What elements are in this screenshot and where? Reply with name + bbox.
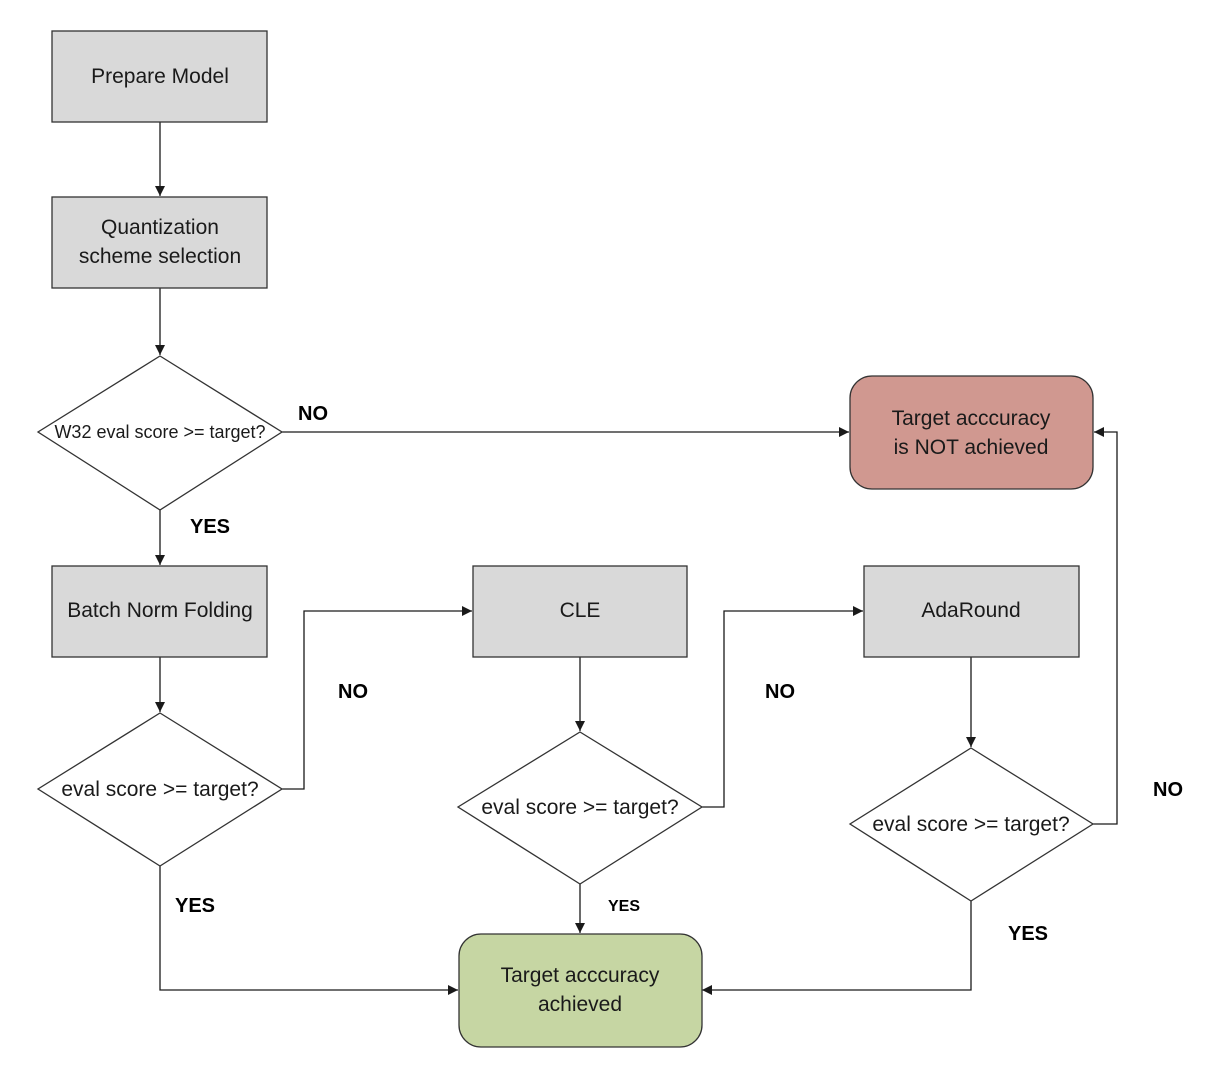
node-batch-norm-folding: Batch Norm Folding xyxy=(51,565,268,658)
edge-bn-no xyxy=(282,606,472,790)
node-prepare-model: Prepare Model xyxy=(51,30,268,123)
label-w32-no: NO xyxy=(298,403,328,425)
edges xyxy=(155,122,1118,995)
label-w32-yes: YES xyxy=(190,516,230,538)
decision-label: eval score >= target? xyxy=(481,796,678,819)
node-quantization-scheme: Quantization scheme selection xyxy=(51,196,268,289)
node-label: Batch Norm Folding xyxy=(67,599,253,622)
edge-adaround-no xyxy=(1093,427,1118,825)
node-label-line2: is NOT achieved xyxy=(894,436,1049,459)
node-label-line1: Target acccuracy xyxy=(501,964,660,987)
node-label: CLE xyxy=(560,599,601,622)
node-target-achieved: Target acccuracy achieved xyxy=(458,933,703,1048)
label-bn-no: NO xyxy=(338,681,368,703)
decision-label: W32 eval score >= target? xyxy=(54,422,265,442)
decision-bn-eval: eval score >= target? xyxy=(36,712,284,867)
label-cle-no: NO xyxy=(765,681,795,703)
edge-labels: NO YES NO YES NO YES NO YES xyxy=(175,403,1183,945)
node-label-line1: Target acccuracy xyxy=(892,407,1051,430)
label-cle-yes: YES xyxy=(608,898,640,915)
label-bn-yes: YES xyxy=(175,895,215,917)
decision-label: eval score >= target? xyxy=(61,778,258,801)
node-cle: CLE xyxy=(472,565,688,658)
label-adaround-no: NO xyxy=(1153,779,1183,801)
edge-adaround-yes xyxy=(702,901,972,995)
label-adaround-yes: YES xyxy=(1008,923,1048,945)
node-label: Prepare Model xyxy=(91,65,229,88)
node-target-not-achieved: Target acccuracy is NOT achieved xyxy=(849,375,1094,490)
decision-w32-eval: W32 eval score >= target? xyxy=(36,355,284,511)
edge-cle-no xyxy=(702,606,863,808)
node-label-line2: achieved xyxy=(538,993,622,1016)
edge-bn-yes xyxy=(159,866,458,995)
node-adaround: AdaRound xyxy=(863,565,1080,658)
node-label-line2: scheme selection xyxy=(79,245,241,268)
node-label: AdaRound xyxy=(921,599,1020,622)
node-label-line1: Quantization xyxy=(101,216,219,239)
decision-adaround-eval: eval score >= target? xyxy=(848,747,1095,902)
decision-cle-eval: eval score >= target? xyxy=(456,731,704,885)
decision-label: eval score >= target? xyxy=(872,813,1069,836)
